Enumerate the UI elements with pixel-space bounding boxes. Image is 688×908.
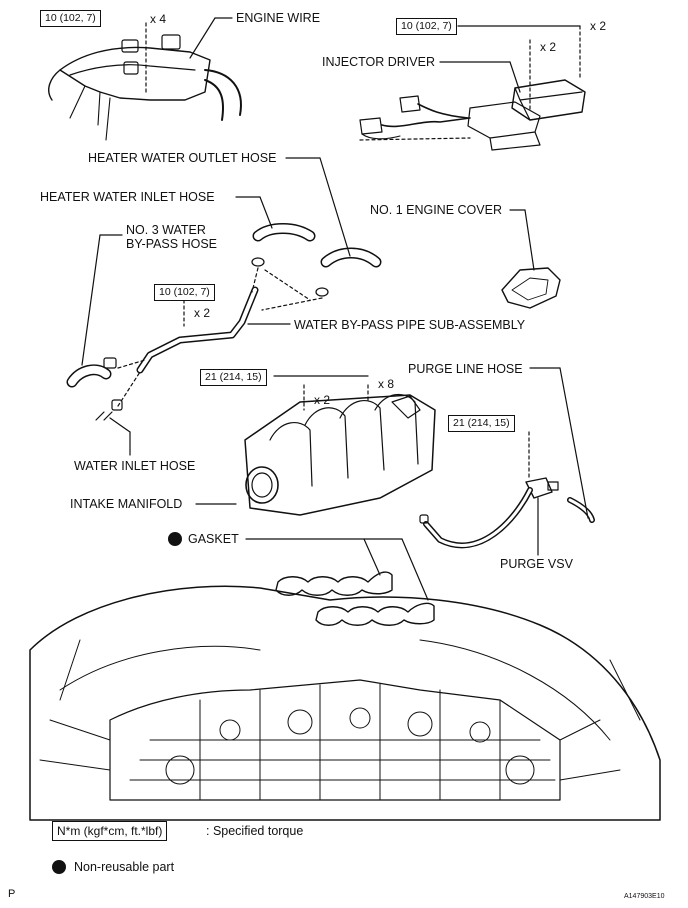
heater-hoses-drawing xyxy=(235,157,382,268)
qty-engine-wire-nut: x 4 xyxy=(150,12,167,26)
label-injector-driver: INJECTOR DRIVER xyxy=(322,55,435,69)
intake-manifold-drawing xyxy=(195,375,436,516)
label-no3-water-line1: NO. 3 WATER xyxy=(126,223,206,237)
qty-bypass-pipe-bolt: x 2 xyxy=(194,306,211,320)
purge-vsv-drawing xyxy=(419,367,595,556)
label-purge-line-hose: PURGE LINE HOSE xyxy=(408,362,523,376)
torque-spec-intake-manifold: 21 (214, 15) xyxy=(200,369,267,386)
corner-left-mark: P xyxy=(8,888,16,900)
label-intake-manifold: INTAKE MANIFOLD xyxy=(70,497,183,511)
figure-id: A147903E10 xyxy=(624,893,665,900)
engine-wire-drawing xyxy=(48,17,242,141)
water-hoses-drawing xyxy=(66,234,146,456)
qty-injector-driver-nut: x 2 xyxy=(590,19,607,33)
torque-spec-bypass-pipe: 10 (102, 7) xyxy=(154,284,215,301)
torque-spec-engine-wire: 10 (102, 7) xyxy=(40,10,101,27)
torque-spec-injector-driver: 10 (102, 7) xyxy=(396,18,457,35)
gasket-drawing xyxy=(245,538,435,626)
injector-driver-drawing xyxy=(359,25,586,151)
legend-nonreusable-text: Non-reusable part xyxy=(74,860,175,874)
nonreusable-marker-gasket xyxy=(168,532,182,546)
qty-intake-manifold-bolt: x 8 xyxy=(378,377,395,391)
torque-spec-purge-vsv: 21 (214, 15) xyxy=(448,415,515,432)
label-heater-water-outlet-hose: HEATER WATER OUTLET HOSE xyxy=(88,151,277,165)
label-water-bypass-pipe: WATER BY-PASS PIPE SUB-ASSEMBLY xyxy=(294,318,526,332)
qty-intake-manifold-nut: x 2 xyxy=(314,393,331,407)
label-water-inlet-hose: WATER INLET HOSE xyxy=(74,459,196,473)
legend-torque-box: N*m (kgf*cm, ft.*lbf) xyxy=(52,821,168,841)
engine-bay-drawing xyxy=(29,585,661,821)
legend-torque-text: : Specified torque xyxy=(206,824,304,838)
label-gasket: GASKET xyxy=(188,532,239,546)
water-bypass-pipe-drawing xyxy=(136,257,329,374)
legend-nonreusable-marker xyxy=(52,860,66,874)
label-no1-engine-cover: NO. 1 ENGINE COVER xyxy=(370,203,502,217)
label-heater-water-inlet-hose: HEATER WATER INLET HOSE xyxy=(40,190,215,204)
qty-injector-driver-bolt: x 2 xyxy=(540,40,557,54)
label-engine-wire: ENGINE WIRE xyxy=(236,11,321,25)
engine-cover-drawing xyxy=(501,209,561,309)
label-purge-vsv: PURGE VSV xyxy=(500,557,573,571)
label-no3-water-line2: BY-PASS HOSE xyxy=(126,237,218,251)
